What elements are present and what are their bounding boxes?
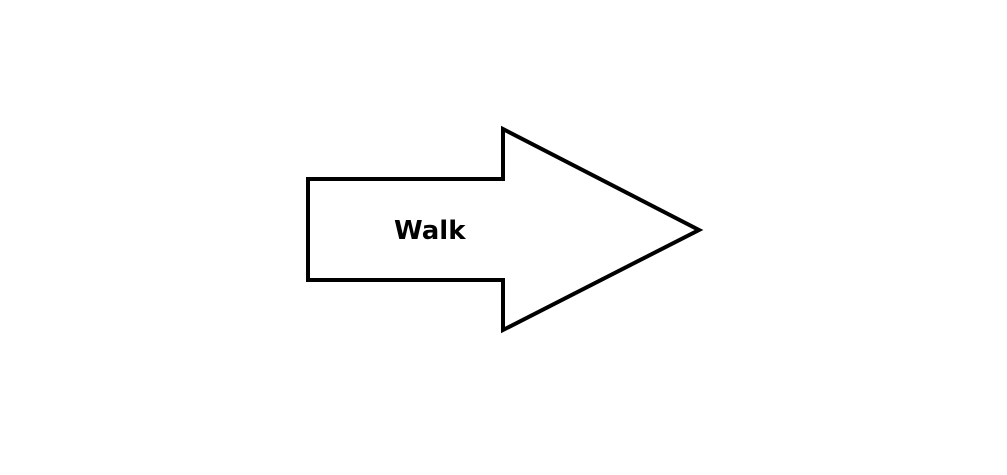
arrow-label: Walk xyxy=(394,216,466,246)
right-arrow-icon xyxy=(306,125,704,334)
